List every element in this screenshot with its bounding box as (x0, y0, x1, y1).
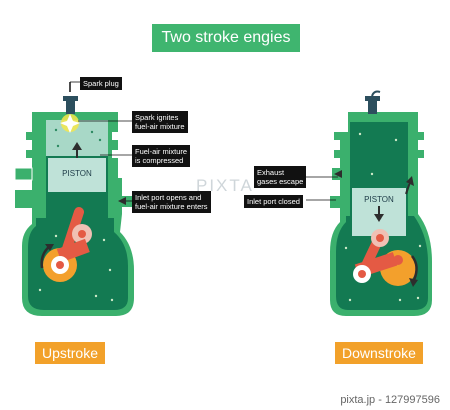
rotate-arrow-icon (45, 244, 54, 251)
spark-plug (368, 100, 377, 114)
rotate-arrow-icon (409, 278, 418, 287)
down-arrow-icon (374, 214, 384, 222)
up-arrow-icon (72, 142, 82, 150)
page-title: Two stroke engies (152, 24, 300, 52)
piston (48, 158, 106, 192)
credit: pixta.jp - 127997596 (340, 394, 440, 406)
combustion-chamber (350, 122, 408, 160)
spark-plug (66, 100, 75, 114)
label-spark-plug: Spark plug (80, 77, 122, 90)
engine-upstroke (14, 82, 134, 316)
spark-icon (60, 114, 80, 133)
exhaust-arrow-icon (334, 170, 342, 178)
piston-label: PISTON (62, 169, 92, 178)
label-inlet-closed: Inlet port closed (244, 195, 303, 208)
watermark: PIXTA (196, 176, 254, 195)
engine-downstroke (330, 90, 432, 316)
stage-upstroke: Upstroke (35, 342, 105, 364)
leader-lines (70, 81, 338, 202)
crankcase (28, 218, 128, 310)
piston-label: PISTON (364, 195, 394, 204)
stage-downstroke: Downstroke (335, 342, 423, 364)
